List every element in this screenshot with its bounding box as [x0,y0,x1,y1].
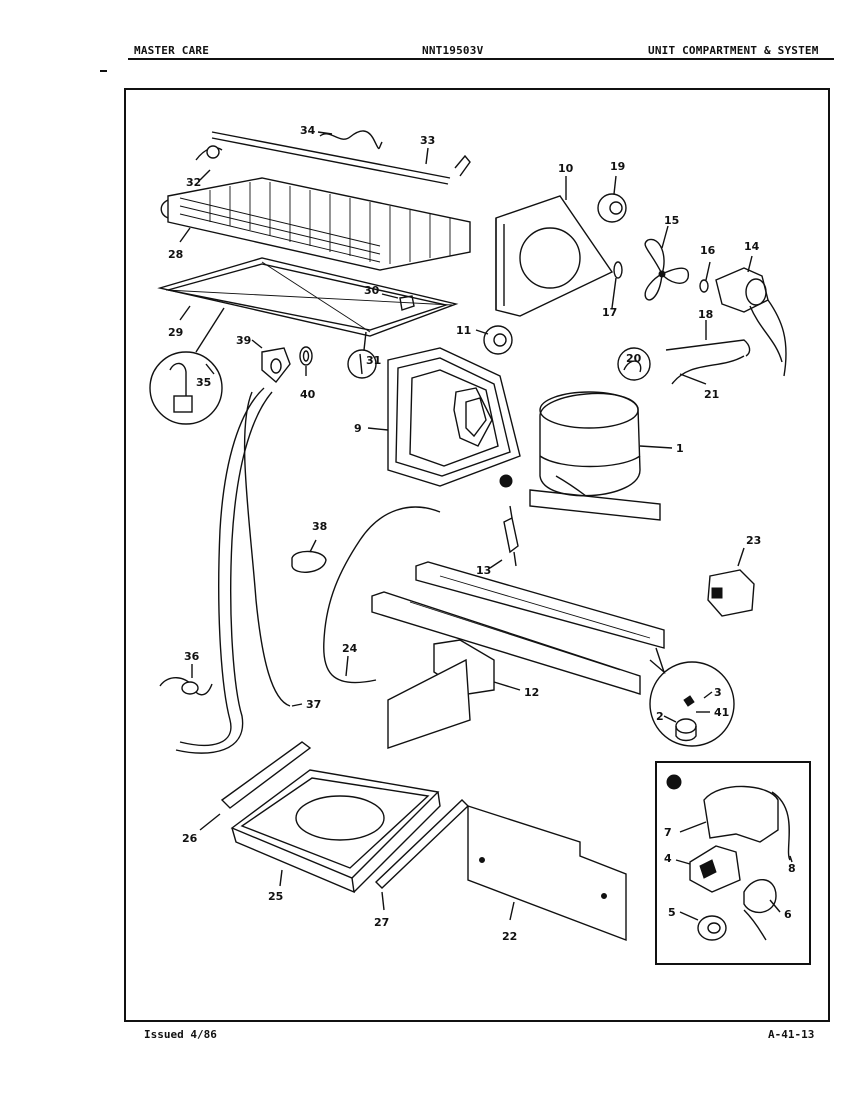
inset-callout-6: 6 [784,908,792,921]
callout-41: 41 [714,706,729,719]
callout-33: 33 [420,134,435,147]
part-grommet-40 [299,346,313,366]
inset-callout-5: 5 [668,906,676,919]
part-relay-23 [707,569,755,617]
callout-27: 27 [374,916,389,929]
callout-23: 23 [746,534,761,547]
callout-20: 20 [626,352,642,365]
callout-37: 37 [306,698,321,711]
inset-callout-4: 4 [664,852,672,865]
part-condensate-pan-25 [230,769,441,894]
callout-24: 24 [342,642,358,655]
callout-25: 25 [268,890,283,903]
callout-30: 30 [364,284,380,297]
inset-callout-7: 7 [664,826,672,839]
callout-17: 17 [602,306,617,319]
callout-39: 39 [236,334,251,347]
part-condenser-28 [160,177,471,271]
callout-26: 26 [182,832,198,845]
detail-circle-20 [617,347,651,381]
part-grommet-39 [261,347,291,384]
part-fan-blade-15 [644,238,690,301]
callout-14: 14 [744,240,760,253]
inset-callout-8: 8 [788,862,796,875]
part-gasket-29 [157,257,459,337]
callout-15: 15 [664,214,679,227]
part-shroud-10 [495,195,614,317]
callout-13: 13 [476,564,491,577]
callout-40: 40 [300,388,316,401]
inset-detail-box [655,761,811,965]
callout-labels: 34 33 32 28 29 30 31 35 39 40 9 10 19 17… [168,124,796,943]
part-drain-pan-9 [387,347,521,487]
part-rail-26 [220,741,312,809]
part-tube-33 [195,131,471,185]
part-washer-16 [699,279,709,293]
part-clip-17 [613,261,623,279]
callout-12: 12 [524,686,539,699]
part-access-cover-22 [467,805,627,942]
part-wire-21 [671,355,745,385]
callout-3: 3 [714,686,722,699]
part-tubing-37 [175,387,291,754]
callout-2: 2 [656,710,664,723]
callout-35: 35 [196,376,211,389]
callout-11: 11 [456,324,471,337]
part-harness-18 [665,339,751,357]
callout-31: 31 [366,354,381,367]
callout-16: 16 [700,244,716,257]
diagram-frame [124,88,830,1022]
callout-18: 18 [698,308,713,321]
part-compressor-1 [529,391,661,521]
callout-10: 10 [558,162,574,175]
callout-38: 38 [312,520,327,533]
part-fan-motor-14 [715,267,787,377]
part-clamp-38 [291,550,327,573]
part-grommet-11 [483,325,513,355]
part-wire-34 [319,130,383,150]
part-grommet-19 [597,193,627,223]
detail-circle-2-3-41 [649,647,735,747]
model-number: NNT19503V [422,44,484,57]
detail-circle-31 [347,349,377,379]
callout-22: 22 [502,930,517,943]
issued-date: Issued 4/86 [144,1028,217,1041]
callout-34: 34 [300,124,316,137]
callout-19: 19 [610,160,625,173]
part-fitting-36 [159,677,213,696]
callout-21: 21 [704,388,719,401]
section-title: UNIT COMPARTMENT & SYSTEM [648,44,819,57]
callout-28: 28 [168,248,183,261]
callout-9: 9 [354,422,362,435]
detail-circle-35 [149,307,225,425]
callout-36: 36 [184,650,200,663]
part-drier-13 [503,505,519,567]
callout-1: 1 [676,442,684,455]
callout-29: 29 [168,326,183,339]
header-rule [128,58,834,60]
brand-label: MASTER CARE [134,44,210,57]
leader-lines [179,131,793,921]
inset-marker-dot [499,474,513,488]
part-base-rail-12 [371,561,665,749]
part-power-cord-24 [323,506,441,684]
margin-tick [100,70,107,72]
page-code: A-41-13 [768,1028,815,1041]
callout-32: 32 [186,176,201,189]
